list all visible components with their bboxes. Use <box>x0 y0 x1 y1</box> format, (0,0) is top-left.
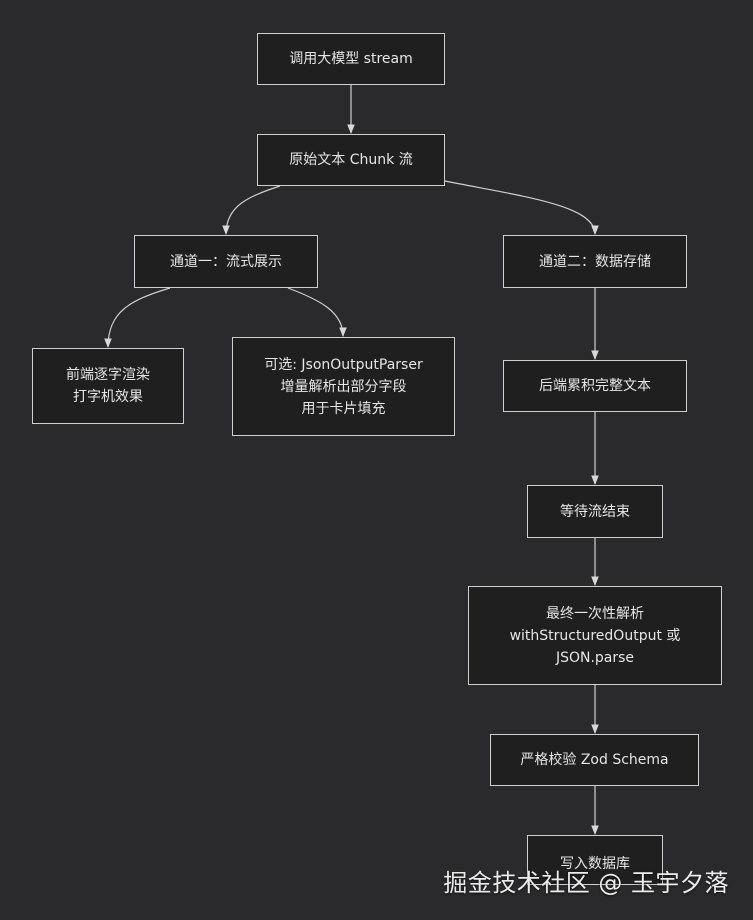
node-label-line: JSON.parse <box>555 649 635 666</box>
node-raw-chunk-stream: 原始文本 Chunk 流 <box>257 134 445 186</box>
node-label-line: 写入数据库 <box>560 856 630 872</box>
node-channel-two: 通道二：数据存储 <box>503 235 687 288</box>
node-label-line: 前端逐字渲染 <box>66 367 150 383</box>
node-zod-validate: 严格校验 Zod Schema <box>490 734 699 786</box>
node-label-line: 等待流结束 <box>560 503 630 520</box>
node-label-line: 增量解析出部分字段 <box>280 378 407 395</box>
node-label-line: 最终一次性解析 <box>546 605 644 622</box>
node-optional-parser: 可选: JsonOutputParser 增量解析出部分字段用于卡片填充 <box>232 337 455 436</box>
edge-channel-one-to-frontend <box>104 287 171 348</box>
node-label-line: 调用大模型 stream <box>289 51 413 67</box>
node-wait-stream-end: 等待流结束 <box>527 485 663 538</box>
node-label-line: 通道二：数据存储 <box>539 253 651 270</box>
node-label-line: 后端累积完整文本 <box>539 378 651 394</box>
edge-channel-one-to-parser <box>287 287 347 337</box>
node-label-line: 通道一：流式展示 <box>170 253 282 270</box>
node-label-line: 严格校验 Zod Schema <box>520 752 669 768</box>
node-channel-one: 通道一：流式展示 <box>134 235 318 288</box>
edge-chunk-to-channel-one <box>222 185 281 235</box>
node-write-database: 写入数据库 <box>527 835 663 885</box>
node-label-line: 用于卡片填充 <box>301 400 386 417</box>
node-final-parse: 最终一次性解析 withStructuredOutput 或 JSON.parse <box>468 586 722 685</box>
node-frontend-render: 前端逐字渲染打字机效果 <box>32 348 184 424</box>
node-backend-accumulate: 后端累积完整文本 <box>503 360 687 412</box>
edge-chunk-to-channel-two <box>444 180 599 235</box>
node-label-line: withStructuredOutput 或 <box>509 627 681 644</box>
node-label-line: 可选: JsonOutputParser <box>264 356 423 373</box>
node-label-line: 打字机效果 <box>73 389 143 405</box>
node-llm-stream: 调用大模型 stream <box>257 33 445 85</box>
node-label-line: 原始文本 Chunk 流 <box>289 152 413 168</box>
watermark-text: 掘金技术社区 @ 玉宇夕落 <box>443 869 729 897</box>
